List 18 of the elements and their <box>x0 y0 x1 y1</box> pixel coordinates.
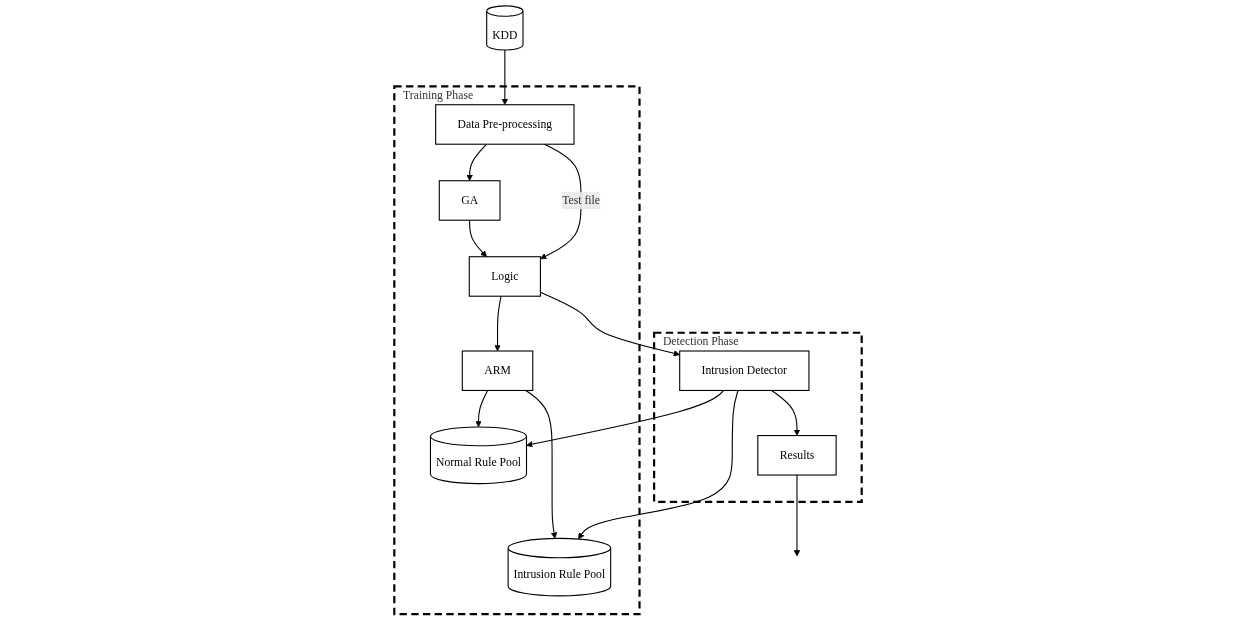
arrow <box>475 389 489 428</box>
arrow <box>501 49 509 106</box>
arrow <box>540 143 582 260</box>
node-box: Intrusion Detector <box>679 350 810 391</box>
edge-label: Test file <box>562 193 600 207</box>
node-box: Data Pre-processing <box>435 104 575 145</box>
node-box: Results <box>757 435 837 476</box>
arrow <box>578 389 739 540</box>
arrow <box>466 143 488 182</box>
node-box: GA <box>438 180 501 221</box>
arrow <box>526 389 725 448</box>
arrow <box>771 389 801 436</box>
arrow <box>494 295 502 352</box>
arrow <box>469 219 487 258</box>
arrow <box>525 389 558 539</box>
node-box: ARM <box>461 350 534 391</box>
node-box: Logic <box>468 256 541 297</box>
arrow <box>793 474 801 557</box>
